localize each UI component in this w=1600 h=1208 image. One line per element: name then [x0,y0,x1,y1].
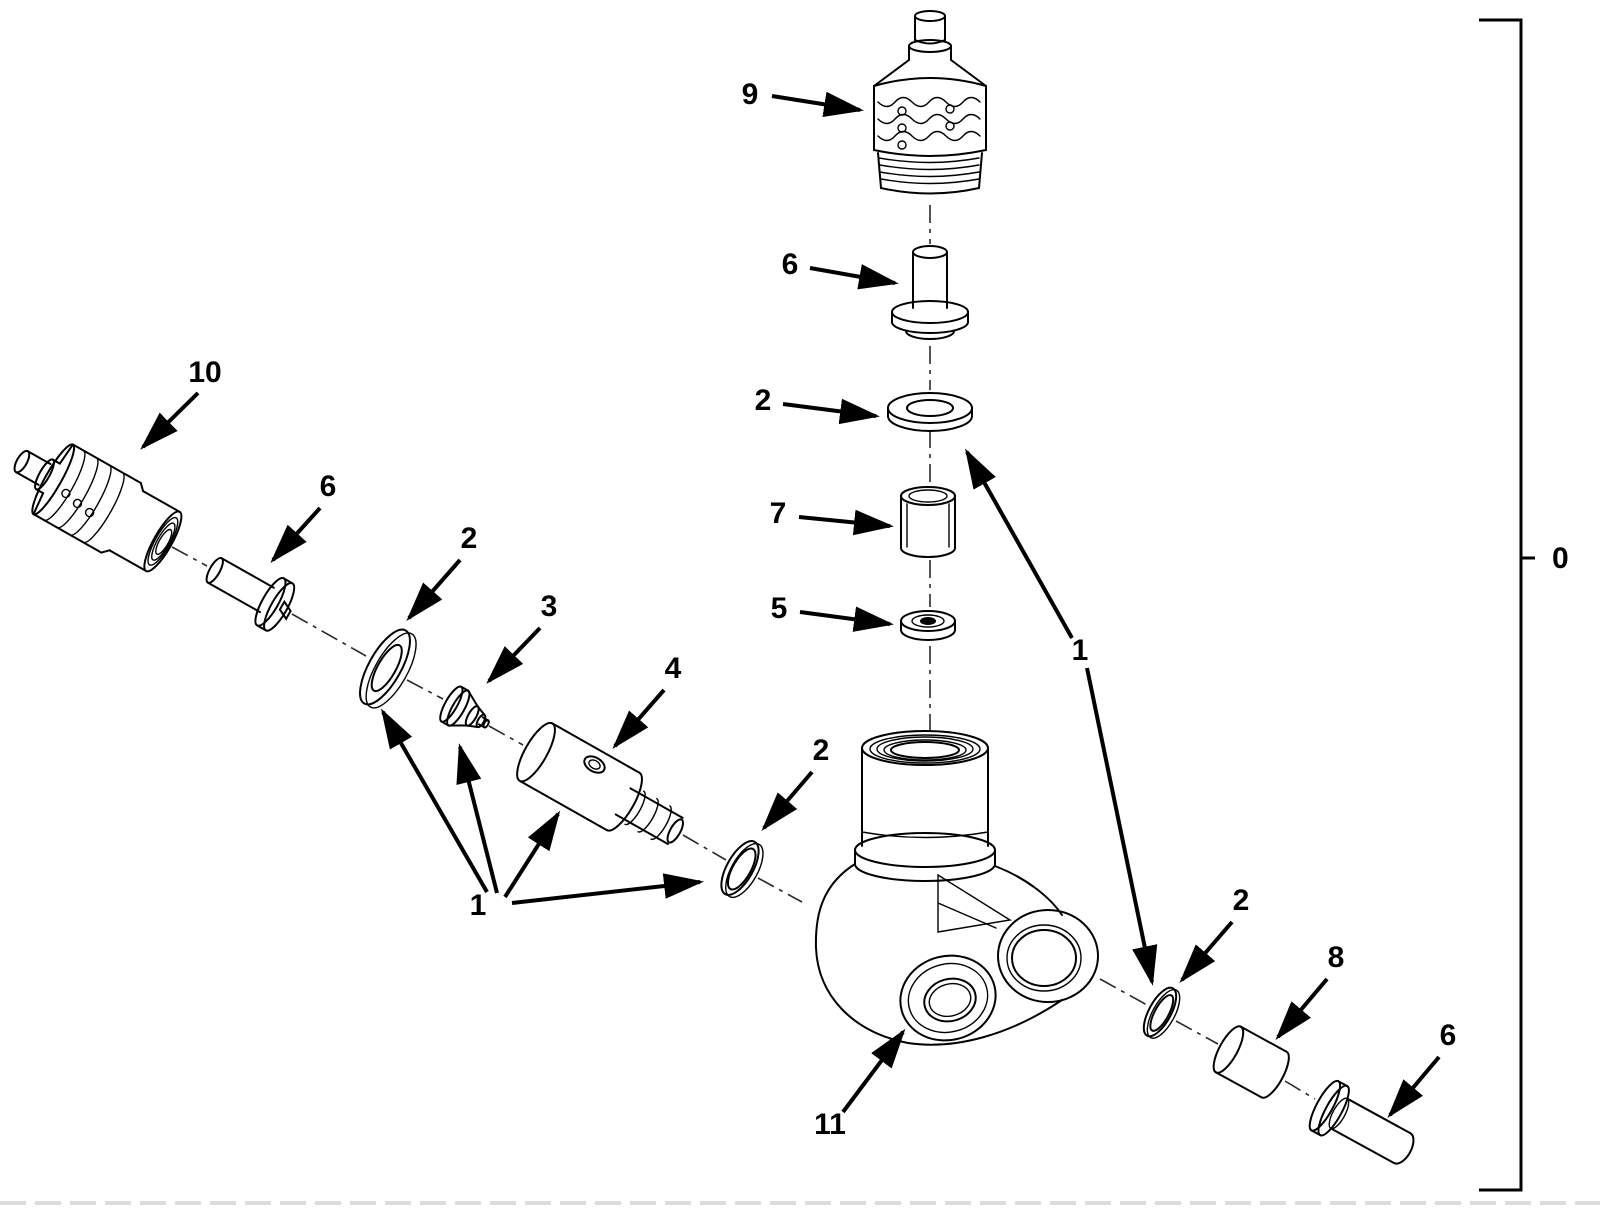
callout-item2-left: 2 [461,522,478,555]
part-8-cap [1212,1025,1290,1099]
part-10-coupler-left [13,443,183,573]
callout-item10: 10 [188,356,221,389]
part-2-oring-right [1142,986,1181,1039]
part-11-valve-body [814,730,1099,1046]
part-2-washer-top [887,392,973,432]
part-4-barbed-adapter [516,721,685,845]
part-6-stem-left [205,556,296,632]
part-2-washer-left [359,628,417,709]
assembly-bracket [1479,18,1535,1192]
callout-item7: 7 [770,497,787,530]
callout-item6-bottom: 6 [1440,1019,1457,1052]
center-lines [171,205,1316,1100]
callout-item0-assembly: 0 [1552,542,1569,575]
part-6-stem-bottom-right [1308,1079,1415,1165]
callout-item9: 9 [742,78,759,111]
callout-item8: 8 [1328,941,1345,974]
callout-item1-left: 1 [470,889,487,922]
callout-item1-right: 1 [1072,634,1089,667]
callout-item6-left: 6 [320,470,337,503]
callout-item2-right: 2 [1233,884,1250,917]
part-2-oring-center [720,840,764,899]
callout-item2-center: 2 [813,734,830,767]
part-7-spacer [900,486,956,558]
part-5-seat-washer [900,610,956,641]
callout-labels: 9 6 2 7 5 1 10 6 2 3 4 2 1 11 2 8 6 0 [188,78,1568,1141]
callout-arrows [140,91,1441,1119]
callout-item6-top: 6 [782,248,799,281]
callout-item4: 4 [665,652,682,685]
part-3-valve-core [439,685,490,729]
callout-item11: 11 [814,1108,846,1141]
callout-item2-top: 2 [755,384,772,417]
part-6-stem-top [891,245,969,340]
callout-item3: 3 [541,590,558,623]
part-9-coupler-top [873,10,987,195]
callout-item5: 5 [771,592,788,625]
